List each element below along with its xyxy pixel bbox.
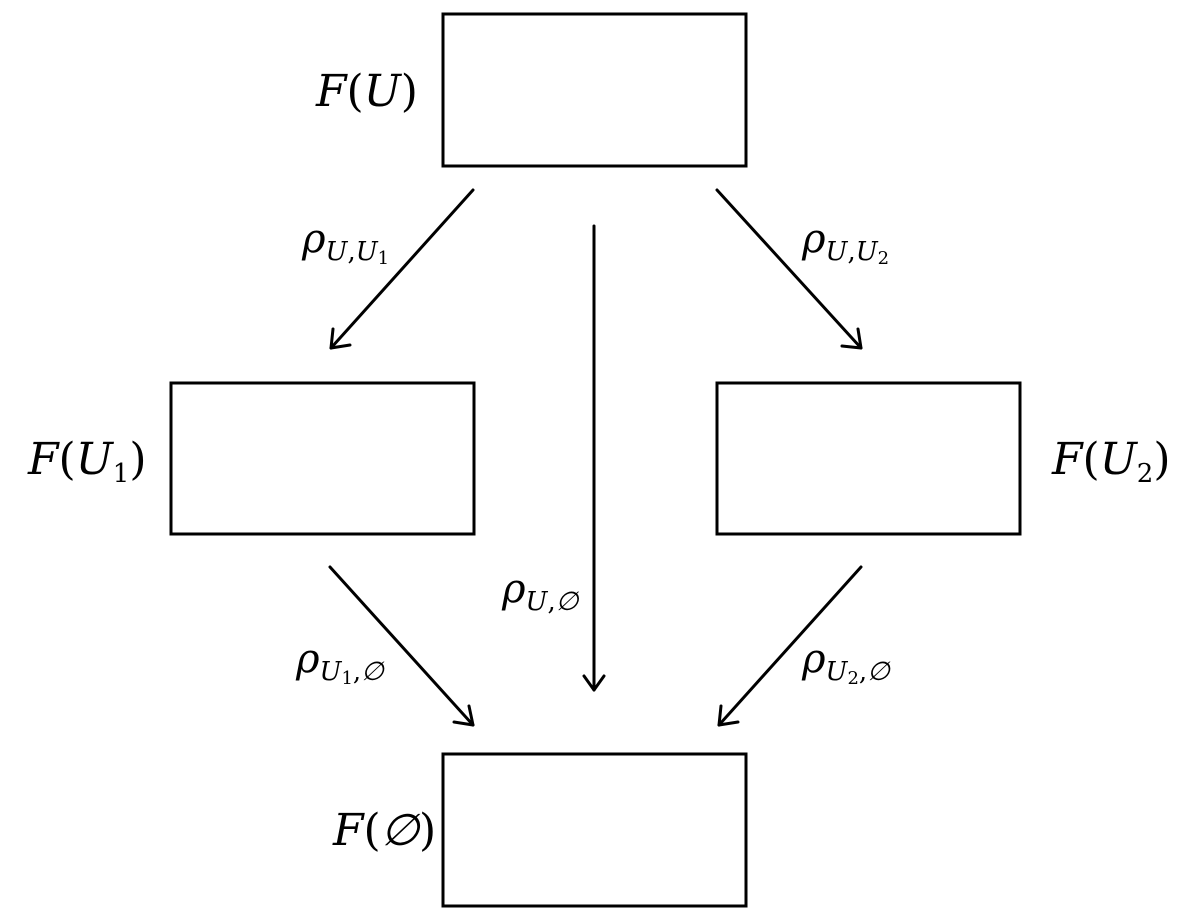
node-label-right: F(U2) <box>1051 434 1171 489</box>
edge-label-top-right: ρU,U2 <box>801 216 889 269</box>
node-label-left: F(U1) <box>27 434 147 489</box>
node-label-bottom: F(∅) <box>332 805 436 856</box>
edge-label-top-left: ρU,U1 <box>301 216 389 269</box>
arrow-top-to-right <box>715 188 863 350</box>
node-box-left <box>169 381 476 536</box>
edge-label-left-bottom: ρU1,∅ <box>295 636 385 689</box>
node-label-top: F(U) <box>315 66 418 117</box>
arrow-top-to-bottom <box>582 224 606 692</box>
arrow-top-to-left <box>329 188 475 350</box>
node-box-right <box>715 381 1022 536</box>
node-box-top <box>441 12 748 168</box>
arrow-left-to-bottom <box>328 565 475 727</box>
edge-label-right-bottom: ρU2,∅ <box>801 636 891 689</box>
node-box-bottom <box>441 752 748 908</box>
arrow-right-to-bottom <box>717 565 863 727</box>
edge-label-top-bottom: ρU,∅ <box>501 566 580 617</box>
